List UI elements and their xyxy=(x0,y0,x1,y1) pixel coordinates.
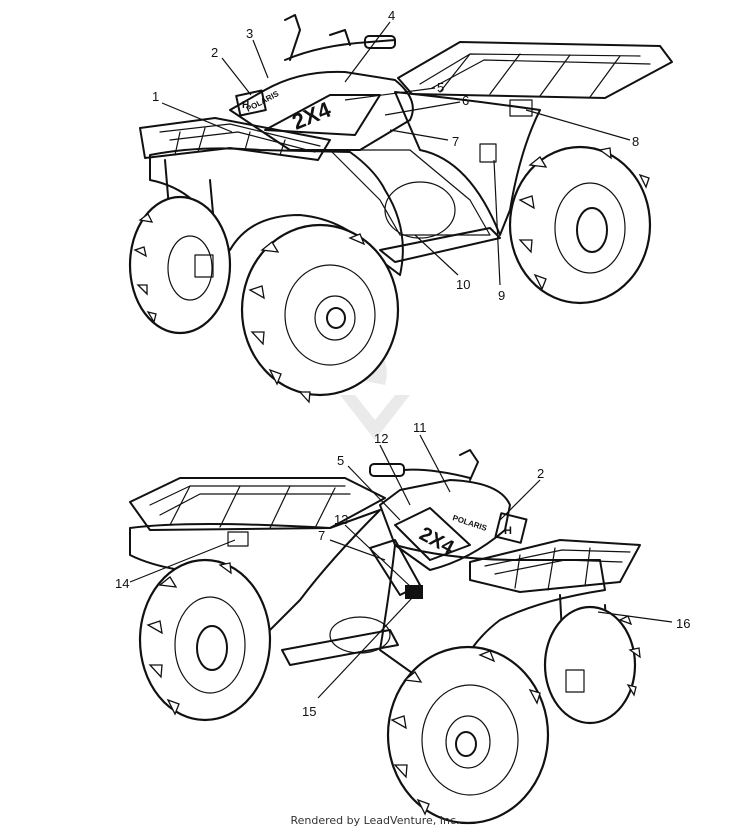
front-bumper-plate xyxy=(194,254,214,278)
warning-decal-dark xyxy=(405,585,423,599)
fuel-tank-body xyxy=(229,70,414,151)
callout-label: 10 xyxy=(456,277,470,292)
callout-label: 15 xyxy=(302,704,316,719)
engine-cover xyxy=(384,181,456,239)
callout-label: 7 xyxy=(452,134,459,149)
callouts-top: 1 2 3 4 5 6 7 8 9 10 xyxy=(152,8,639,303)
atv-bottom-illustration: 2X4 POLARIS H xyxy=(129,449,641,825)
footer-credit: Rendered by LeadVenture, Inc. xyxy=(290,814,460,827)
callout-label: 16 xyxy=(676,616,690,631)
callout-label: 7 xyxy=(318,528,325,543)
callout-label: 2 xyxy=(537,466,544,481)
dash-decal-glyph: H xyxy=(242,100,249,111)
front-right-wheel-bottom xyxy=(386,645,550,825)
callout-label: 3 xyxy=(246,26,253,41)
fender-warning-decal xyxy=(479,143,497,163)
rear-warning-decal xyxy=(509,99,533,117)
callout-label: 6 xyxy=(462,93,469,108)
fuel-tank-body-bottom xyxy=(379,479,511,571)
side-panel xyxy=(329,149,491,236)
rear-fender xyxy=(394,91,541,236)
rear-fender-decal-bottom xyxy=(227,531,249,547)
callout-label: 4 xyxy=(388,8,395,23)
front-bumper-plate-bottom xyxy=(565,669,585,693)
model-decal-text: 2X4 xyxy=(289,97,335,135)
callout-label: 12 xyxy=(374,431,388,446)
callouts-bottom: 11 12 5 13 2 7 14 15 16 xyxy=(115,420,690,719)
callout-label: 2 xyxy=(211,45,218,60)
callout-label: 8 xyxy=(632,134,639,149)
front-left-wheel-top xyxy=(128,195,232,335)
callout-label: 5 xyxy=(437,80,444,95)
leader-lines-bottom xyxy=(129,434,673,699)
callout-label: 5 xyxy=(337,453,344,468)
leader-lines-top xyxy=(161,21,631,286)
callout-label: 1 xyxy=(152,89,159,104)
callout-label: 13 xyxy=(334,512,348,527)
callout-label: 14 xyxy=(115,576,129,591)
footrest-bottom xyxy=(281,629,399,666)
atv-top-illustration: 2X4 POLARIS H xyxy=(128,14,673,404)
rear-rack xyxy=(397,41,673,99)
front-fender-bottom xyxy=(379,544,606,701)
dash-decal-bottom xyxy=(494,512,528,544)
callout-label: 11 xyxy=(413,420,427,435)
rear-wheel-top xyxy=(508,145,652,305)
front-rack xyxy=(139,117,331,236)
front-left-wheel-bottom xyxy=(543,605,641,725)
dash-decal-glyph: H xyxy=(504,525,512,537)
brand-decal-text: POLARIS xyxy=(451,513,488,533)
callout-label: 9 xyxy=(498,288,505,303)
rear-wheel-bottom xyxy=(138,558,272,722)
front-right-wheel-top xyxy=(240,223,400,404)
footrest xyxy=(379,227,501,263)
handlebar-bottom xyxy=(369,449,479,481)
rear-rack-bottom xyxy=(129,477,386,531)
